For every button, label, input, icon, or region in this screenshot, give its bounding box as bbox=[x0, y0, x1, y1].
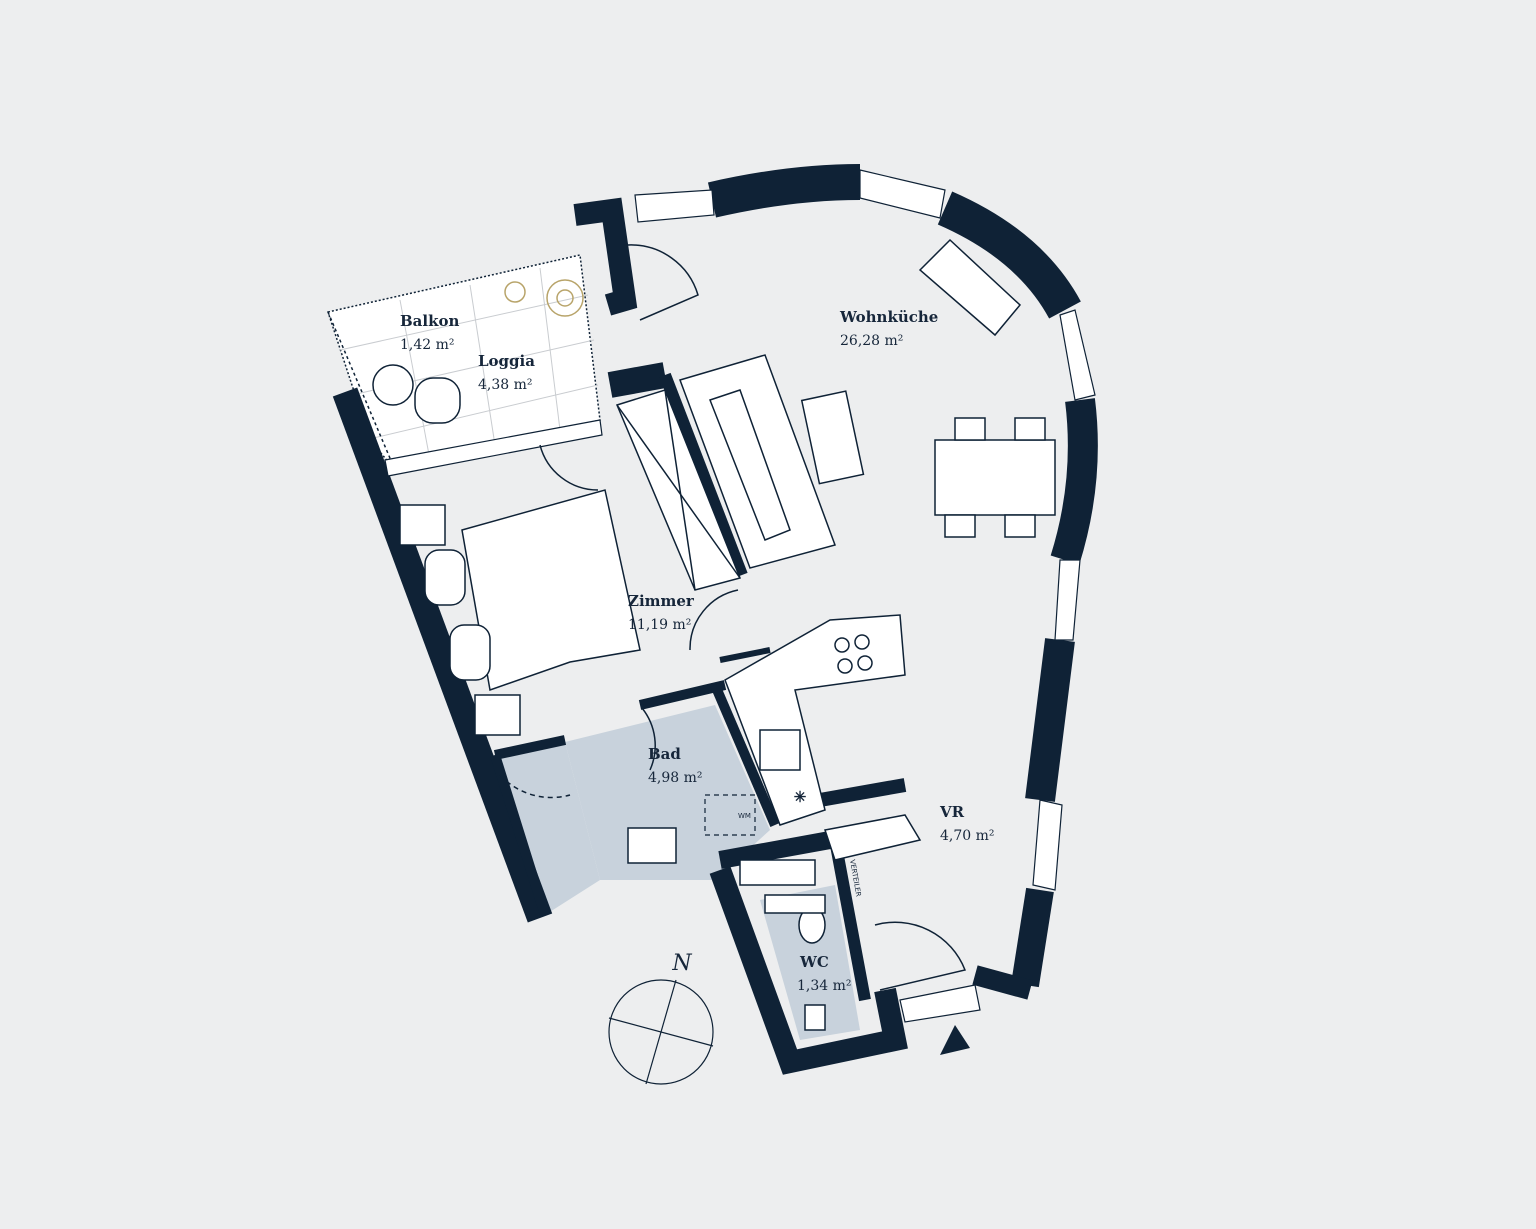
entrance-arrow-icon bbox=[940, 1025, 970, 1055]
extractor-icon: ✳ bbox=[794, 788, 807, 806]
room-area-balkon: 1,42 m² bbox=[400, 337, 455, 353]
room-area-loggia: 4,38 m² bbox=[478, 377, 533, 393]
room-name-wohnkueche: Wohnküche bbox=[839, 308, 938, 326]
doors bbox=[499, 244, 967, 991]
washing-machine-label: WM bbox=[738, 812, 751, 820]
sideboard bbox=[918, 238, 1022, 337]
room-name-balkon: Balkon bbox=[400, 312, 459, 330]
wc-floor bbox=[760, 885, 860, 1040]
shower-area bbox=[490, 742, 600, 915]
windows bbox=[384, 169, 1096, 1023]
room-name-wc: WC bbox=[799, 953, 829, 971]
loggia-table bbox=[372, 364, 414, 406]
washbasin bbox=[627, 827, 677, 864]
room-name-vr: VR bbox=[939, 803, 965, 821]
room-area-bad: 4,98 m² bbox=[648, 770, 703, 786]
room-area-wohnkueche: 26,28 m² bbox=[840, 333, 903, 349]
furniture: ✳ WM VERTEILER bbox=[399, 238, 1056, 1031]
sink bbox=[759, 729, 801, 771]
room-area-zimmer: 11,19 m² bbox=[628, 617, 691, 633]
room-name-loggia: Loggia bbox=[478, 352, 535, 370]
nightstand bbox=[474, 694, 521, 736]
stove-icon bbox=[834, 634, 873, 674]
room-area-vr: 4,70 m² bbox=[940, 828, 995, 844]
bathroom-floor bbox=[565, 705, 770, 880]
room-labels: Balkon 1,42 m² Loggia 4,38 m² Wohnküche … bbox=[400, 308, 995, 994]
dining-table bbox=[934, 439, 1056, 516]
compass-north-label: N bbox=[671, 951, 692, 976]
nightstand bbox=[399, 504, 446, 546]
loggia-area bbox=[327, 254, 601, 471]
distributor bbox=[824, 814, 922, 861]
room-name-zimmer: Zimmer bbox=[628, 592, 695, 610]
walls bbox=[332, 164, 1098, 1075]
loggia-chair bbox=[414, 377, 461, 424]
plant-icon bbox=[504, 279, 584, 317]
compass-icon: N bbox=[608, 951, 714, 1085]
room-name-bad: Bad bbox=[648, 745, 681, 763]
coffee-table bbox=[800, 390, 865, 485]
room-area-wc: 1,34 m² bbox=[797, 978, 852, 994]
